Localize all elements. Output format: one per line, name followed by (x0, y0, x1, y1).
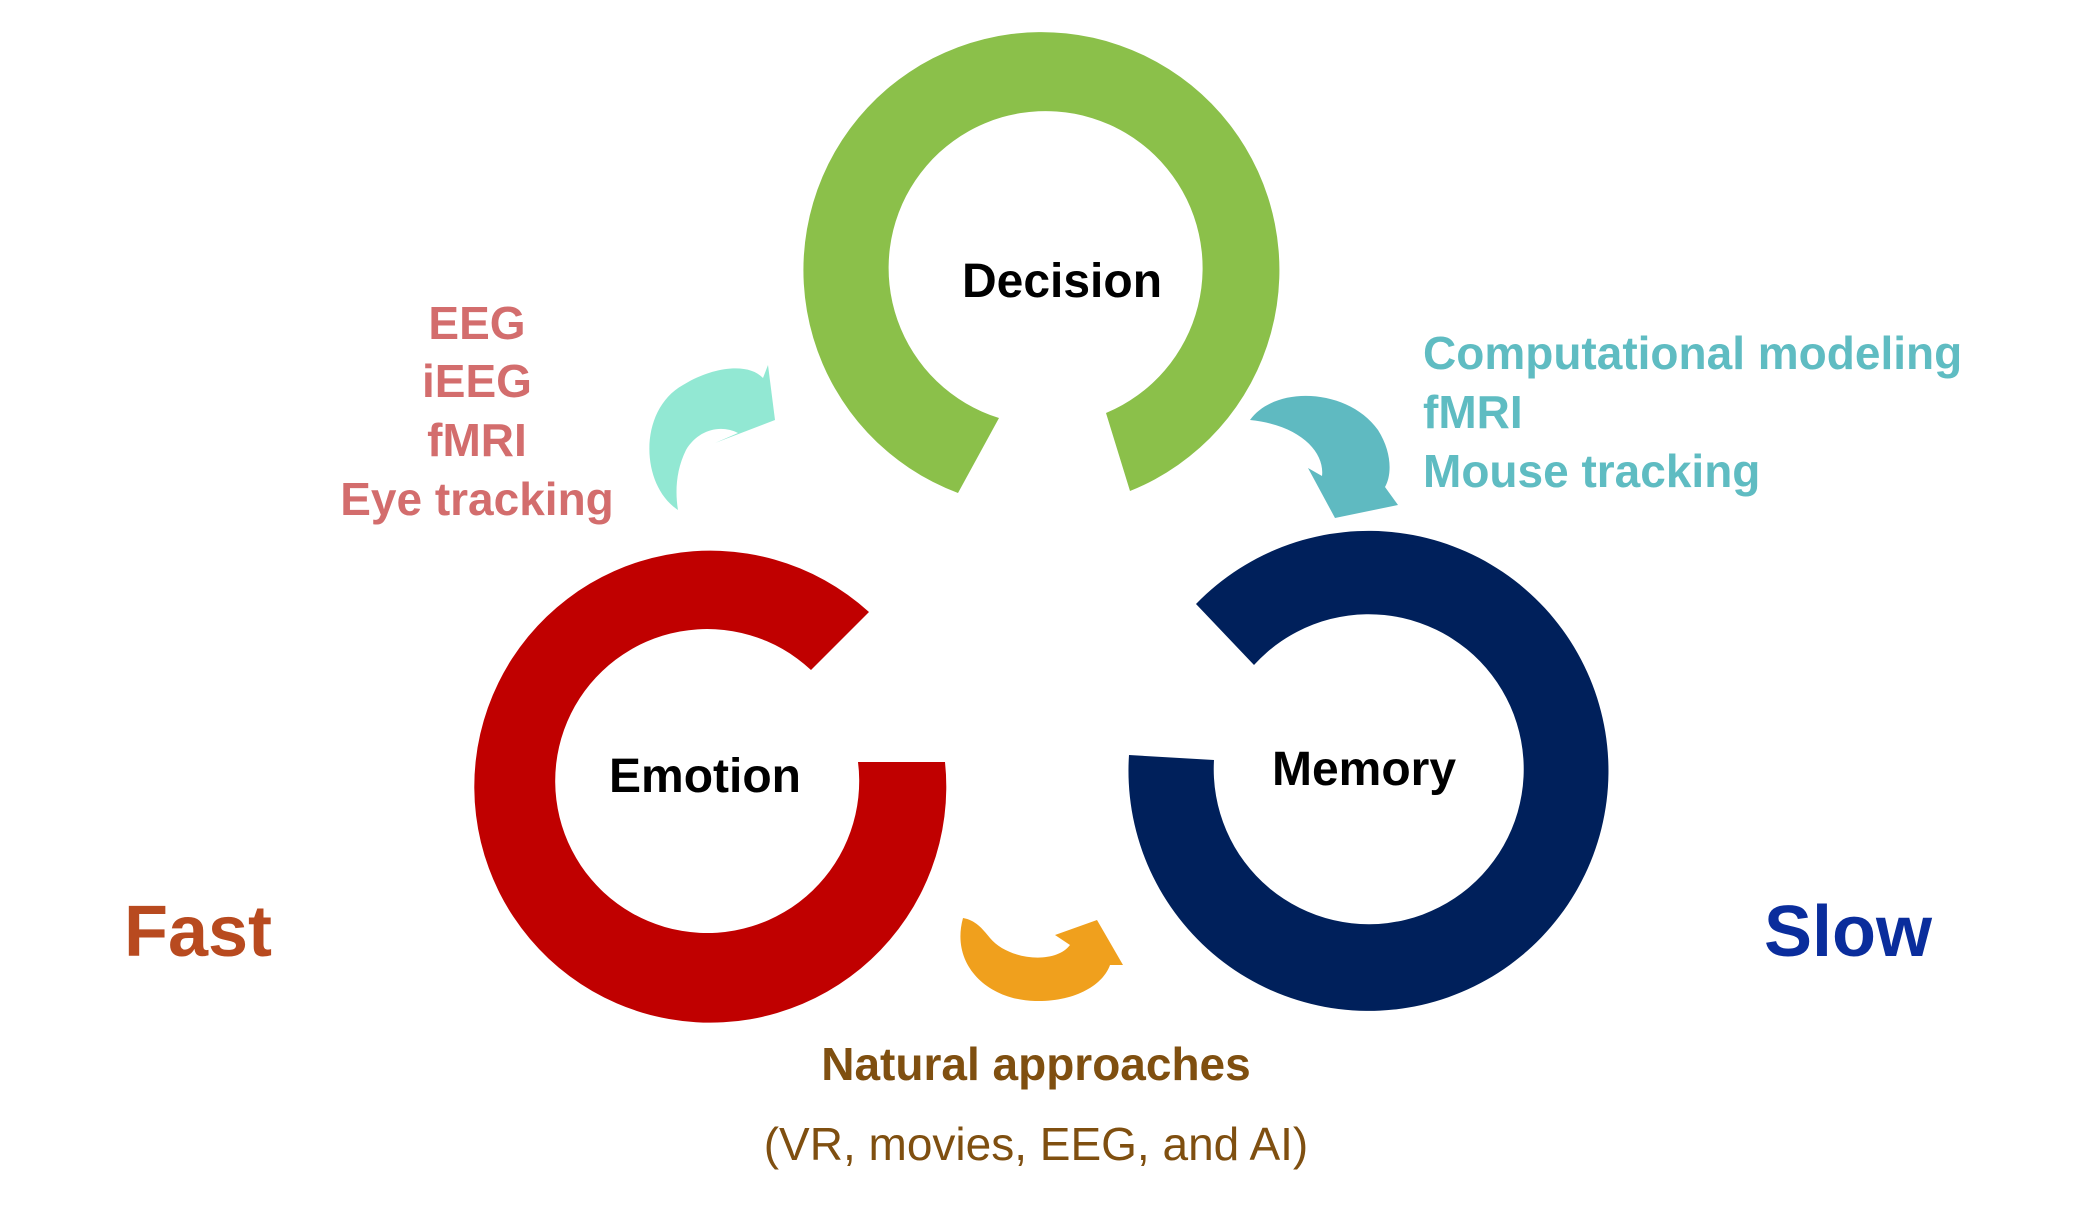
slow-label: Slow (1764, 892, 1933, 972)
curved-arrow-icon-emotion-to-decision (649, 365, 775, 510)
method-ieeg: iEEG (422, 355, 532, 407)
decision-label: Decision (962, 255, 1162, 308)
emotion-ring (474, 550, 947, 1023)
method-fmri-left: fMRI (427, 414, 527, 466)
method-fmri-right: fMRI (1423, 386, 1523, 438)
method-mouse-tracking: Mouse tracking (1423, 445, 1760, 497)
memory-ring (1128, 530, 1609, 1011)
natural-approaches-title: Natural approaches (821, 1038, 1250, 1090)
fast-label: Fast (124, 892, 272, 972)
emotion-label: Emotion (609, 750, 801, 803)
method-computational-modeling: Computational modeling (1423, 327, 1962, 379)
method-eeg: EEG (428, 297, 525, 349)
natural-approaches-subtitle: (VR, movies, EEG, and AI) (764, 1118, 1309, 1170)
method-eye-tracking: Eye tracking (340, 473, 614, 525)
curved-arrow-icon-memory-to-emotion (960, 918, 1123, 1002)
decision-ring (803, 32, 1280, 493)
memory-label: Memory (1272, 743, 1456, 796)
curved-arrow-icon-decision-to-memory (1250, 395, 1398, 518)
